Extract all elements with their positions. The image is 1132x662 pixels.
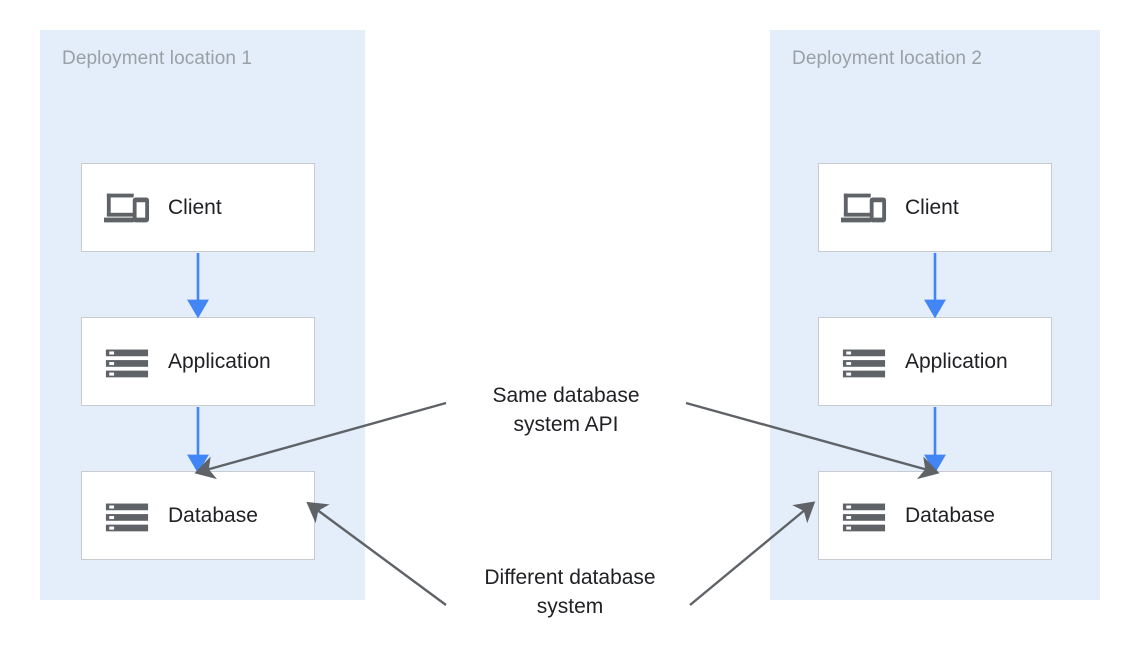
devices-icon: [104, 193, 150, 222]
server-rack-icon: [842, 503, 886, 531]
server-rack-icon: [105, 349, 149, 377]
node-label: Database: [168, 503, 258, 527]
node-database-location-1[interactable]: Database: [81, 471, 315, 560]
panel-label: Deployment location 2: [792, 48, 983, 69]
panel-label: Deployment location 1: [62, 48, 253, 69]
server-rack-icon: [842, 349, 886, 377]
node-label: Client: [905, 195, 959, 219]
annotation-different-database-system: Different database system: [484, 566, 656, 618]
node-client-location-2[interactable]: Client: [818, 163, 1052, 252]
node-label: Client: [168, 195, 222, 219]
node-database-location-2[interactable]: Database: [818, 471, 1052, 560]
server-rack-icon: [105, 503, 149, 531]
node-label: Application: [905, 349, 1008, 373]
node-client-location-1[interactable]: Client: [81, 163, 315, 252]
node-label: Database: [905, 503, 995, 527]
devices-icon: [841, 193, 887, 222]
node-application-location-1[interactable]: Application: [81, 317, 315, 406]
node-label: Application: [168, 349, 271, 373]
annotation-same-database-system-api: Same database system API: [492, 384, 640, 436]
node-application-location-2[interactable]: Application: [818, 317, 1052, 406]
